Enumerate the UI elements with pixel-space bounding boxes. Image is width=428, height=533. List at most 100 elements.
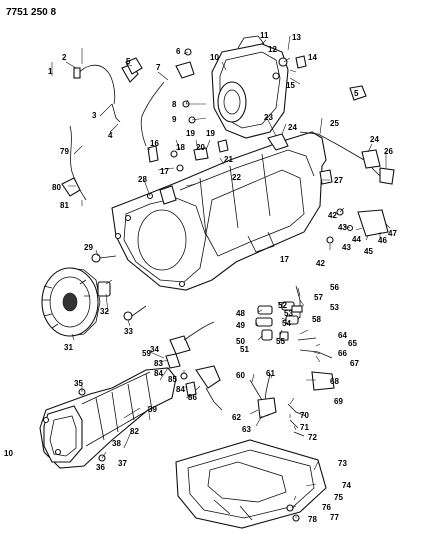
callout-44: 44 [352,235,361,244]
wiring-and-sensors [61,48,209,201]
callout-10-bottom: 10 [4,449,13,458]
callout-24-left: 24 [288,123,297,132]
callout-84-left: 84 [154,369,163,378]
callout-53-left: 53 [284,309,293,318]
leader-lines [51,35,391,518]
callout-18: 18 [176,143,185,152]
callout-60: 60 [236,371,245,380]
callout-65: 65 [348,339,357,348]
callout-68: 68 [330,377,339,386]
callout-67: 67 [350,359,359,368]
callout-13: 13 [292,33,301,42]
callout-46: 46 [378,236,387,245]
transfer-housing-upper [211,35,289,139]
callout-16: 16 [150,139,159,148]
right-side-hardware [125,57,395,244]
callout-20: 20 [196,143,205,152]
callouts: 1 2 3 4 5 5 6 7 8 9 10 10 11 12 13 14 15… [4,31,397,524]
callout-53-right: 53 [330,303,339,312]
callout-52: 52 [278,301,287,310]
callout-14: 14 [308,53,317,62]
callout-51: 51 [240,345,249,354]
callout-86: 86 [188,393,197,402]
callout-70: 70 [300,411,309,420]
callout-43-top: 43 [338,223,347,232]
callout-43-bottom: 43 [342,243,351,252]
callout-31: 31 [64,343,73,352]
callout-6: 6 [176,47,181,56]
callout-71: 71 [300,423,309,432]
callout-26: 26 [384,147,393,156]
callout-83: 83 [154,359,163,368]
callout-85: 85 [168,375,177,384]
callout-11: 11 [260,31,269,40]
callout-38: 38 [112,439,121,448]
callout-80: 80 [52,183,61,192]
callout-57: 57 [314,293,323,302]
callout-75: 75 [334,493,343,502]
callout-42-top: 42 [328,211,337,220]
callout-55: 55 [276,337,285,346]
callout-7: 7 [156,63,161,72]
callout-66: 66 [338,349,347,358]
callout-35: 35 [74,379,83,388]
callout-69: 69 [334,397,343,406]
callout-63: 63 [242,425,251,434]
callout-37: 37 [118,459,127,468]
callout-36: 36 [96,463,105,472]
oil-pan [175,439,327,529]
callout-76: 76 [322,503,331,512]
callout-34: 34 [150,345,159,354]
callout-84-right: 84 [176,385,185,394]
callout-77: 77 [330,513,339,522]
callout-8: 8 [172,100,177,109]
callout-1: 1 [48,67,53,76]
callout-17-left: 17 [160,167,169,176]
callout-19: 19 [186,129,195,138]
callout-5-left: 5 [126,57,131,66]
callout-21: 21 [224,155,233,164]
callout-61: 61 [266,369,275,378]
shift-linkage [195,337,335,437]
callout-48: 48 [236,309,245,318]
callout-64: 64 [338,331,347,340]
callout-49: 49 [236,321,245,330]
callout-25: 25 [330,119,339,128]
callout-24-right: 24 [370,135,379,144]
callout-3: 3 [92,111,97,120]
transmission-case [111,131,327,291]
callout-42-bottom: 42 [316,259,325,268]
callout-23: 23 [264,113,273,122]
callout-39: 39 [148,405,157,414]
callout-54: 54 [282,319,291,328]
callout-45: 45 [364,247,373,256]
callout-4: 4 [108,131,113,140]
callout-58: 58 [312,315,321,324]
callout-33: 33 [124,327,133,336]
callout-2: 2 [62,53,67,62]
valve-body-parts [255,285,303,341]
diagram-code: 7751 250 8 [6,7,56,18]
callout-74: 74 [342,481,351,490]
callout-12: 12 [268,45,277,54]
callout-73: 73 [338,459,347,468]
callout-56: 56 [330,283,339,292]
callout-32: 32 [100,307,109,316]
callout-15: 15 [286,81,295,90]
callout-79: 79 [60,147,69,156]
callout-10-top: 10 [210,53,219,62]
callout-5-right: 5 [354,89,359,98]
callout-47: 47 [388,229,397,238]
callout-17-right: 17 [280,255,289,264]
callout-78: 78 [308,515,317,524]
callout-27: 27 [334,176,343,185]
callout-81: 81 [60,201,69,210]
callout-22: 22 [232,173,241,182]
callout-19b: 19 [206,129,215,138]
callout-28: 28 [138,175,147,184]
callout-29: 29 [84,243,93,252]
fasteners [78,55,307,462]
extension-housing [39,367,177,469]
torque-converter [41,267,101,337]
